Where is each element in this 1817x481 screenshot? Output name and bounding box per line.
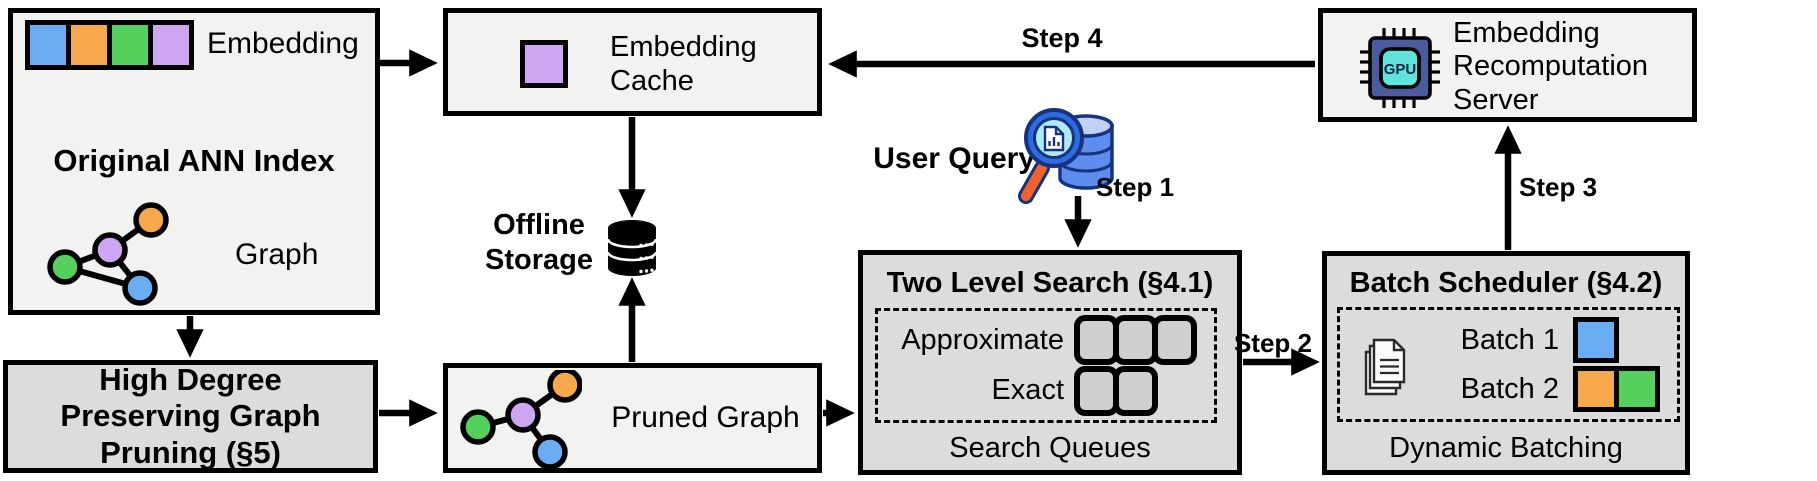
graph-node-green bbox=[460, 409, 496, 445]
approximate-label: Approximate bbox=[901, 323, 1064, 356]
step3-label: Step 3 bbox=[1519, 172, 1598, 202]
batch1-embeddings bbox=[1573, 317, 1665, 363]
step2-label: Step 2 bbox=[1233, 328, 1312, 358]
embedding-cell-green bbox=[107, 20, 153, 70]
embedding-cache-box: Embedding Cache bbox=[443, 8, 822, 116]
batch1-row: Batch 1 bbox=[1435, 317, 1665, 363]
step1-label: Step 1 bbox=[1096, 172, 1175, 202]
search-queues-caption: Search Queues bbox=[949, 432, 1151, 464]
graph-pruning-title: High Degree Preserving Graph Pruning (§5… bbox=[60, 361, 321, 470]
embedding-label: Embedding bbox=[207, 27, 359, 60]
embedding-cell-purple bbox=[148, 20, 194, 70]
exact-label: Exact bbox=[991, 374, 1064, 407]
exact-queue-slots bbox=[1074, 365, 1204, 416]
embedding-cache-title: Embedding Cache bbox=[610, 31, 757, 97]
batch2-embeddings bbox=[1573, 366, 1665, 412]
embedding-cell-blue bbox=[25, 20, 71, 70]
embedding-vector-icon bbox=[25, 20, 194, 70]
dynamic-batching-panel: Batch 1 Batch 2 bbox=[1337, 307, 1680, 422]
graph-node-green bbox=[47, 249, 83, 285]
batch-cell-blue bbox=[1573, 317, 1619, 363]
step4-label: Step 4 bbox=[1021, 23, 1103, 53]
embedding-cell-orange bbox=[66, 20, 112, 70]
user-query-label: User Query bbox=[873, 142, 1035, 175]
original-ann-index-title: Original ANN Index bbox=[53, 143, 335, 178]
batch1-label: Batch 1 bbox=[1460, 323, 1559, 356]
graph-node-orange bbox=[133, 202, 169, 238]
batch-scheduler-title: Batch Scheduler (§4.2) bbox=[1349, 267, 1663, 299]
graph-node-purple bbox=[505, 397, 541, 433]
search-queues-panel: Approximate Exact bbox=[875, 308, 1217, 423]
batch2-row: Batch 2 bbox=[1435, 366, 1665, 412]
batch-cell-orange bbox=[1573, 366, 1619, 412]
pruned-graph-icon bbox=[460, 370, 582, 470]
queue-slot bbox=[1074, 365, 1119, 416]
offline-storage-database-icon bbox=[606, 220, 658, 276]
exact-queue-row: Exact bbox=[884, 365, 1204, 416]
pruned-graph-box: Pruned Graph bbox=[443, 363, 822, 473]
batch-cell-green bbox=[1614, 366, 1660, 412]
approximate-queue-slots bbox=[1074, 315, 1204, 366]
recomputation-server-box: GPU Embedding Recomputation Server bbox=[1318, 8, 1697, 122]
approximate-queue-row: Approximate bbox=[884, 315, 1204, 366]
queue-slot bbox=[1113, 365, 1158, 416]
recomputation-server-title: Embedding Recomputation Server bbox=[1453, 17, 1649, 116]
user-query-icon bbox=[1018, 108, 1114, 204]
graph-label: Graph bbox=[235, 238, 319, 271]
queue-slot bbox=[1152, 315, 1197, 366]
pruned-graph-title: Pruned Graph bbox=[611, 401, 800, 434]
graph-node-blue bbox=[122, 270, 158, 306]
batch2-label: Batch 2 bbox=[1460, 372, 1559, 405]
gpu-chip-icon: GPU bbox=[1360, 28, 1440, 108]
two-level-search-title: Two Level Search (§4.1) bbox=[886, 267, 1214, 299]
cached-embedding-icon bbox=[520, 40, 568, 88]
gpu-label: GPU bbox=[1384, 61, 1417, 78]
original-graph-icon bbox=[47, 202, 169, 306]
graph-node-purple bbox=[92, 232, 128, 268]
graph-node-orange bbox=[547, 370, 582, 403]
offline-storage-label: Offline Storage bbox=[485, 209, 593, 276]
graph-node-blue bbox=[532, 434, 568, 470]
original-ann-index-box: Embedding Original ANN Index Graph bbox=[8, 8, 380, 315]
query-documents-icon bbox=[1364, 338, 1406, 396]
two-level-search-box: Two Level Search (§4.1) Approximate Exac… bbox=[858, 250, 1242, 475]
graph-pruning-box: High Degree Preserving Graph Pruning (§5… bbox=[3, 360, 378, 473]
batch-scheduler-box: Batch Scheduler (§4.2) Batch 1 bbox=[1322, 251, 1690, 475]
dynamic-batching-caption: Dynamic Batching bbox=[1389, 432, 1623, 464]
